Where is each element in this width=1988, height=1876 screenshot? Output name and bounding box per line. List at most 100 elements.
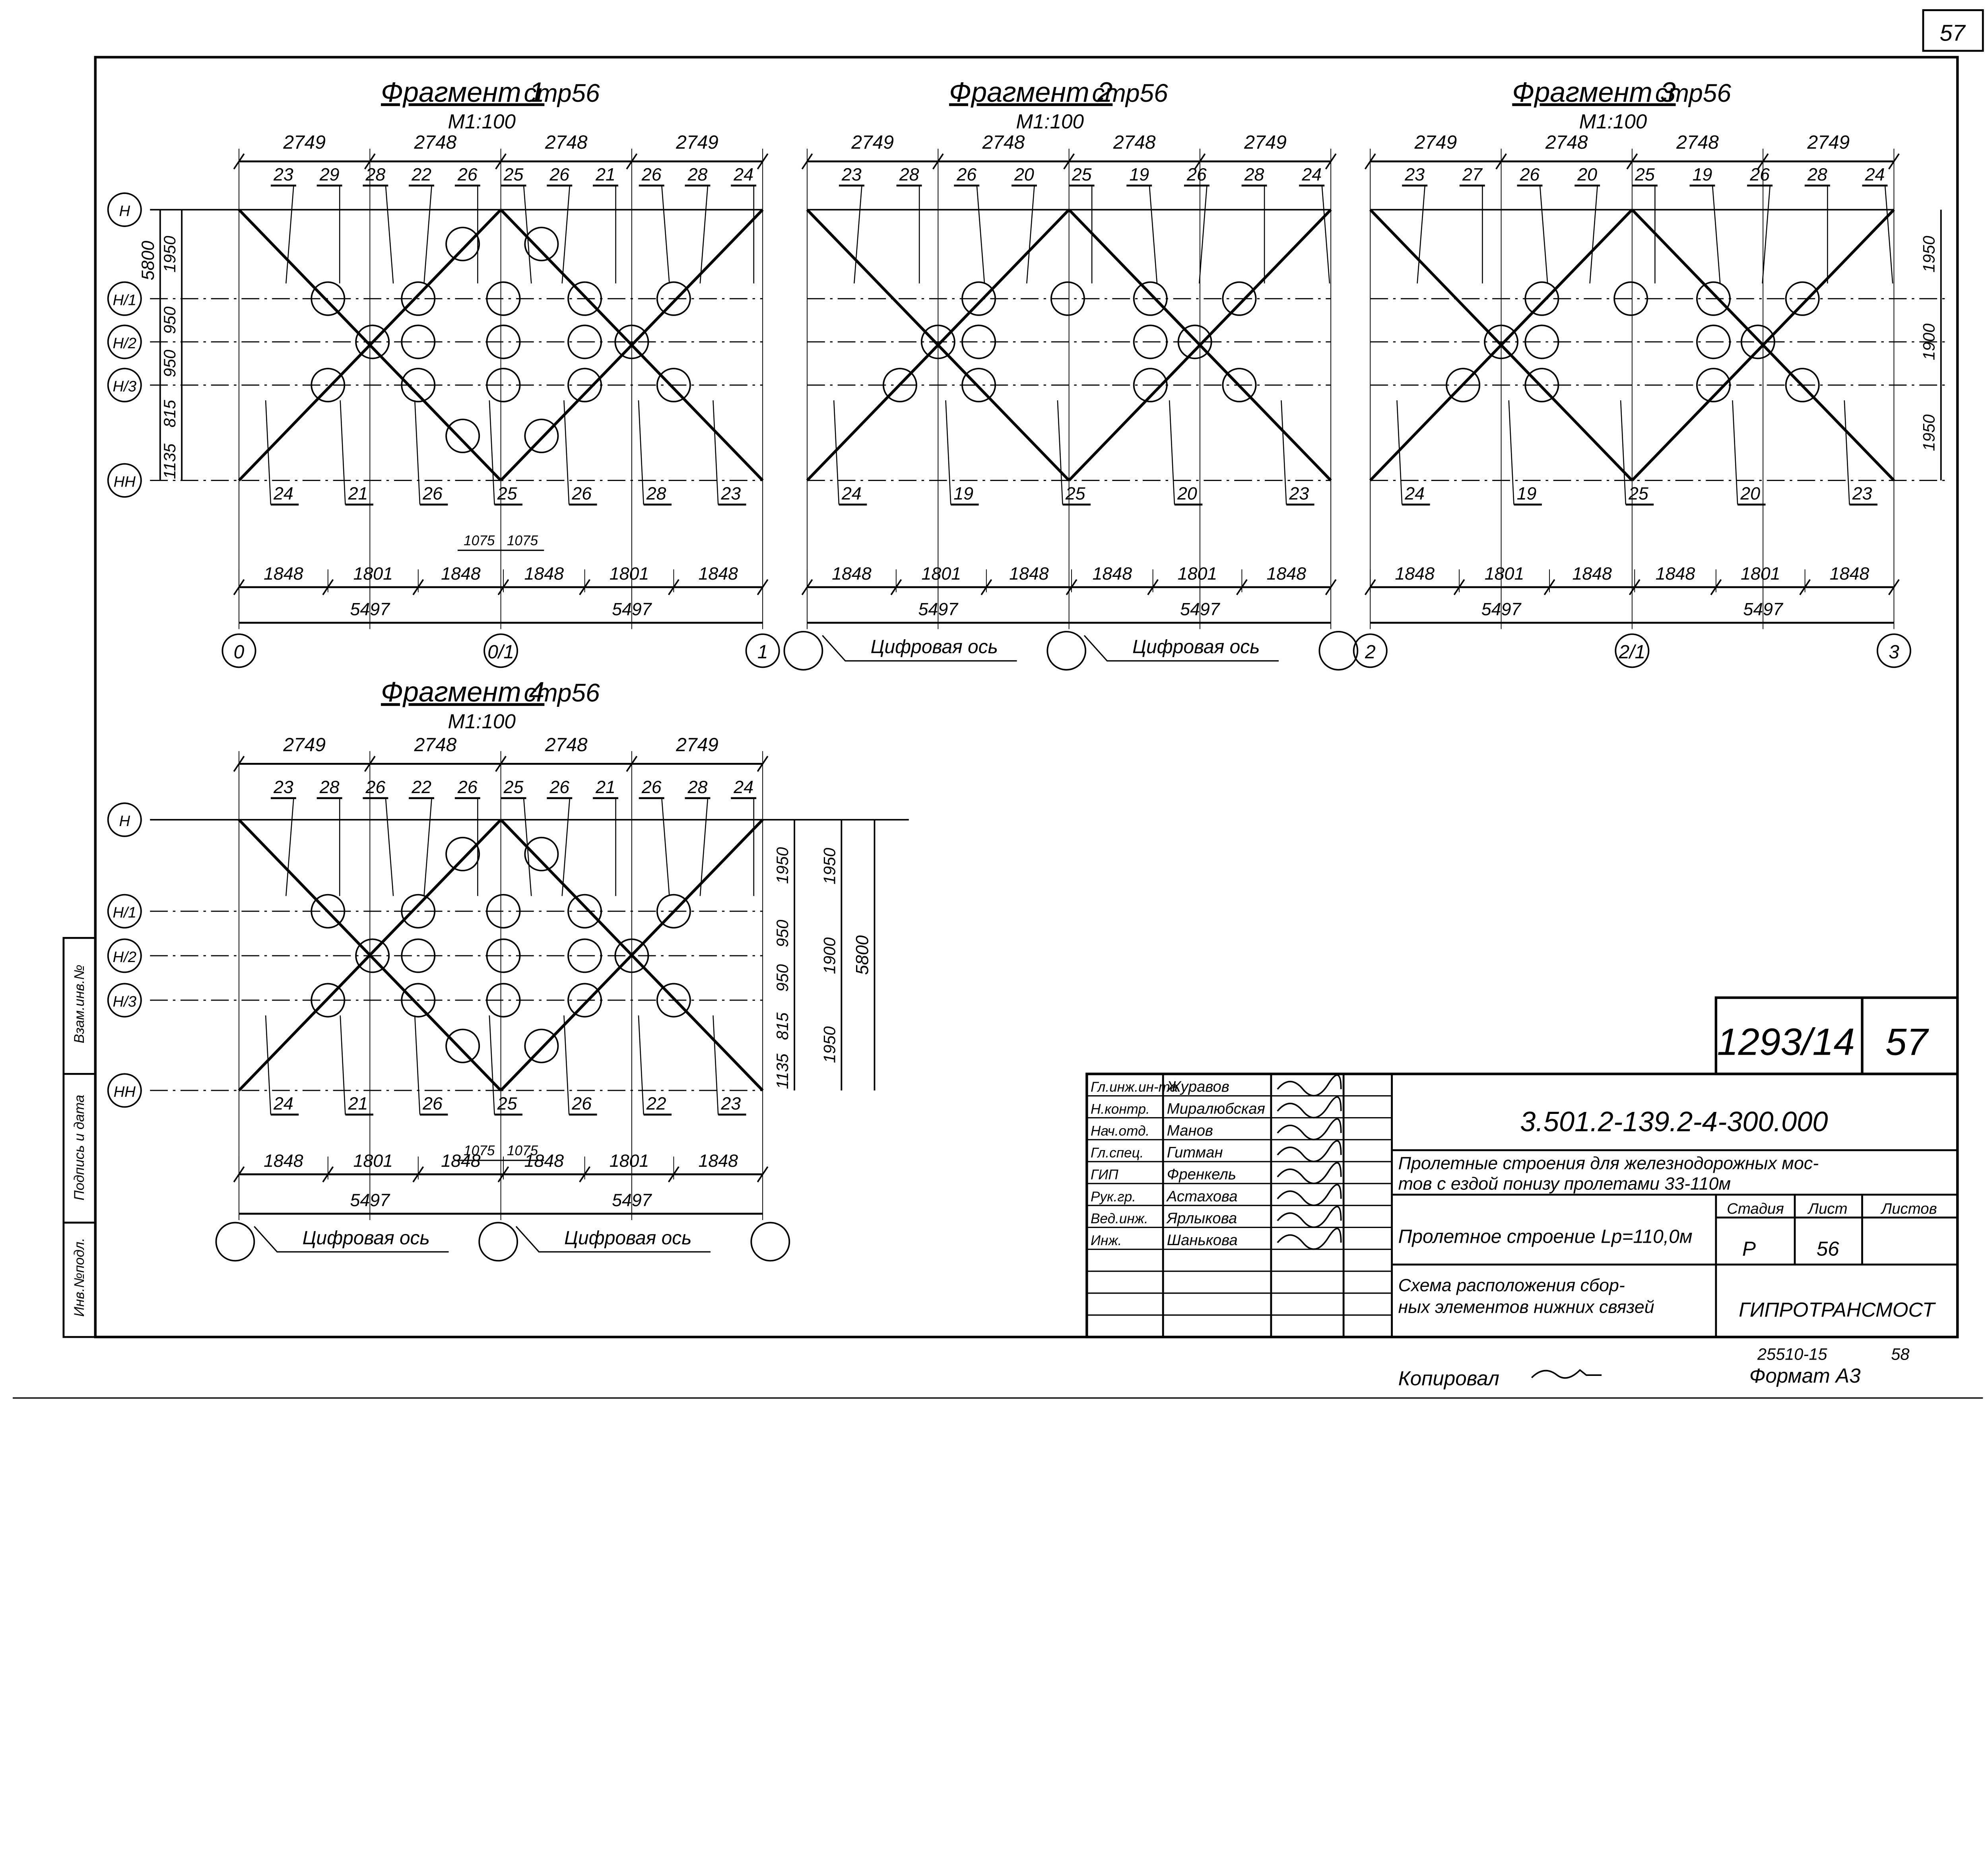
side-dimension-value: 1950 [1920,414,1938,451]
bottom-dimension-value: 1801 [610,1151,649,1171]
part-callout-top: 23 [841,165,862,184]
handwritten-signature [1277,1206,1342,1228]
part-callout-bottom: 21 [348,483,368,503]
connection-node-circle [1050,281,1085,316]
connection-node-circle [486,281,521,316]
corner-number: 57 [1939,20,1966,46]
dimension-tick [932,153,944,170]
connection-node-circle [1524,368,1559,403]
callout-leader [854,185,862,284]
row-axis-label: Н [119,202,130,219]
connection-node-circle [656,983,691,1018]
part-callout-top: 26 [365,777,385,797]
top-dimension-value: 2749 [1244,132,1287,153]
dimension-tick [233,756,245,772]
bottom-dimension-value: 1848 [1093,564,1132,584]
side-dimension-value: 1950 [773,847,792,884]
side-total-dimension-value: 5800 [852,935,872,975]
axis-marker-circle [483,633,518,668]
connection-node-circle [401,368,436,403]
handwritten-signature [1277,1096,1342,1119]
connection-node-circle [401,983,436,1018]
connection-node-circle [355,938,390,973]
handwritten-signature [1277,1140,1342,1162]
part-callout-bottom: 26 [571,483,592,503]
connection-node-circle [1222,281,1257,316]
axis-note-leader [1083,635,1279,662]
connection-node-circle [614,324,649,359]
bottom-dimension-value: 1848 [1009,564,1049,584]
axis-note-leader [822,635,1017,662]
album-page: 57 [1885,1020,1929,1063]
axis-marker-circle [221,633,256,668]
connection-node-circle [1696,324,1731,359]
part-callout-bottom: 25 [497,1094,517,1114]
part-callout-top: 28 [319,777,340,797]
signature-name: Ярлыкова [1166,1210,1237,1227]
bottom-dimension-value: 1801 [353,1151,393,1171]
connection-node-circle [961,368,996,403]
side-dimension-value: 1900 [1920,324,1938,360]
side-stamp-replacement: Взам.инв.№ [72,965,87,1044]
part-callout-top: 25 [1072,165,1092,184]
small-dimension-value: 1075 [507,533,538,548]
connection-node-circle [355,324,390,359]
total-dimension-value: 5497 [612,1190,652,1210]
callout-leader [423,185,432,284]
handwritten-signature [1277,1162,1342,1184]
dimension-tick [1063,153,1075,170]
side-dimension-value: 815 [773,1012,792,1040]
top-dimension-value: 2749 [851,132,894,153]
part-callout-top: 26 [641,777,662,797]
row-axis-label: Н/2 [113,335,136,352]
connection-node-circle [567,938,602,973]
part-callout-bottom: 28 [646,483,666,503]
total-dimension-value: 5497 [1180,599,1221,619]
bottom-dimension-value: 1848 [1656,564,1695,584]
part-callout-bottom: 24 [1404,483,1425,503]
bottom-dimension-value: 1801 [353,564,393,584]
bottom-dimension-value: 1848 [698,1151,738,1171]
fragment-scale: М1:100 [1016,110,1084,133]
callout-leader [1539,185,1548,284]
fragment-title: Фрагмент 1 [381,76,544,108]
dimension-tick [1888,153,1900,170]
part-callout-top: 28 [687,165,708,184]
connection-node-circle [567,324,602,359]
row-axis-marker-circle [107,192,142,227]
part-callout-top: 24 [733,165,753,184]
handwritten-signature [1277,1228,1342,1250]
axis-marker-label: 0 [234,642,245,663]
connection-node-circle [567,368,602,403]
axis-marker-circle [1353,633,1388,668]
callout-leader [489,1015,495,1115]
callout-leader [1396,400,1403,505]
connection-node-circle [656,894,691,929]
fragment-page-ref: стр56 [1092,79,1168,107]
connection-node-circle [1740,324,1775,359]
top-dimension-value: 2748 [414,132,457,153]
connection-node-circle [311,894,346,929]
callout-leader [638,400,644,505]
sheet-frame [94,56,1959,1339]
axis-marker-label: 0/1 [487,642,514,663]
connection-node-circle [311,368,346,403]
part-callout-top: 19 [1129,165,1149,184]
side-dimension-value: 1950 [160,236,179,272]
part-callout-bottom: 23 [1289,483,1309,503]
part-callout-top: 19 [1693,165,1712,184]
part-callout-top: 20 [1577,165,1597,184]
callout-leader [1844,400,1850,505]
axis-marker-label: 2 [1365,642,1376,663]
signature-name: Френкель [1167,1166,1236,1183]
small-dimension-value: 1075 [464,533,495,548]
top-dimension-value: 2748 [1113,132,1156,153]
signature-name: Журавов [1166,1078,1229,1095]
total-dimension-value: 5497 [350,1190,391,1210]
top-dimension-value: 2749 [676,132,718,153]
part-callout-bottom: 24 [841,483,862,503]
top-dimension-value: 2749 [676,734,718,755]
dimension-tick [757,756,769,772]
